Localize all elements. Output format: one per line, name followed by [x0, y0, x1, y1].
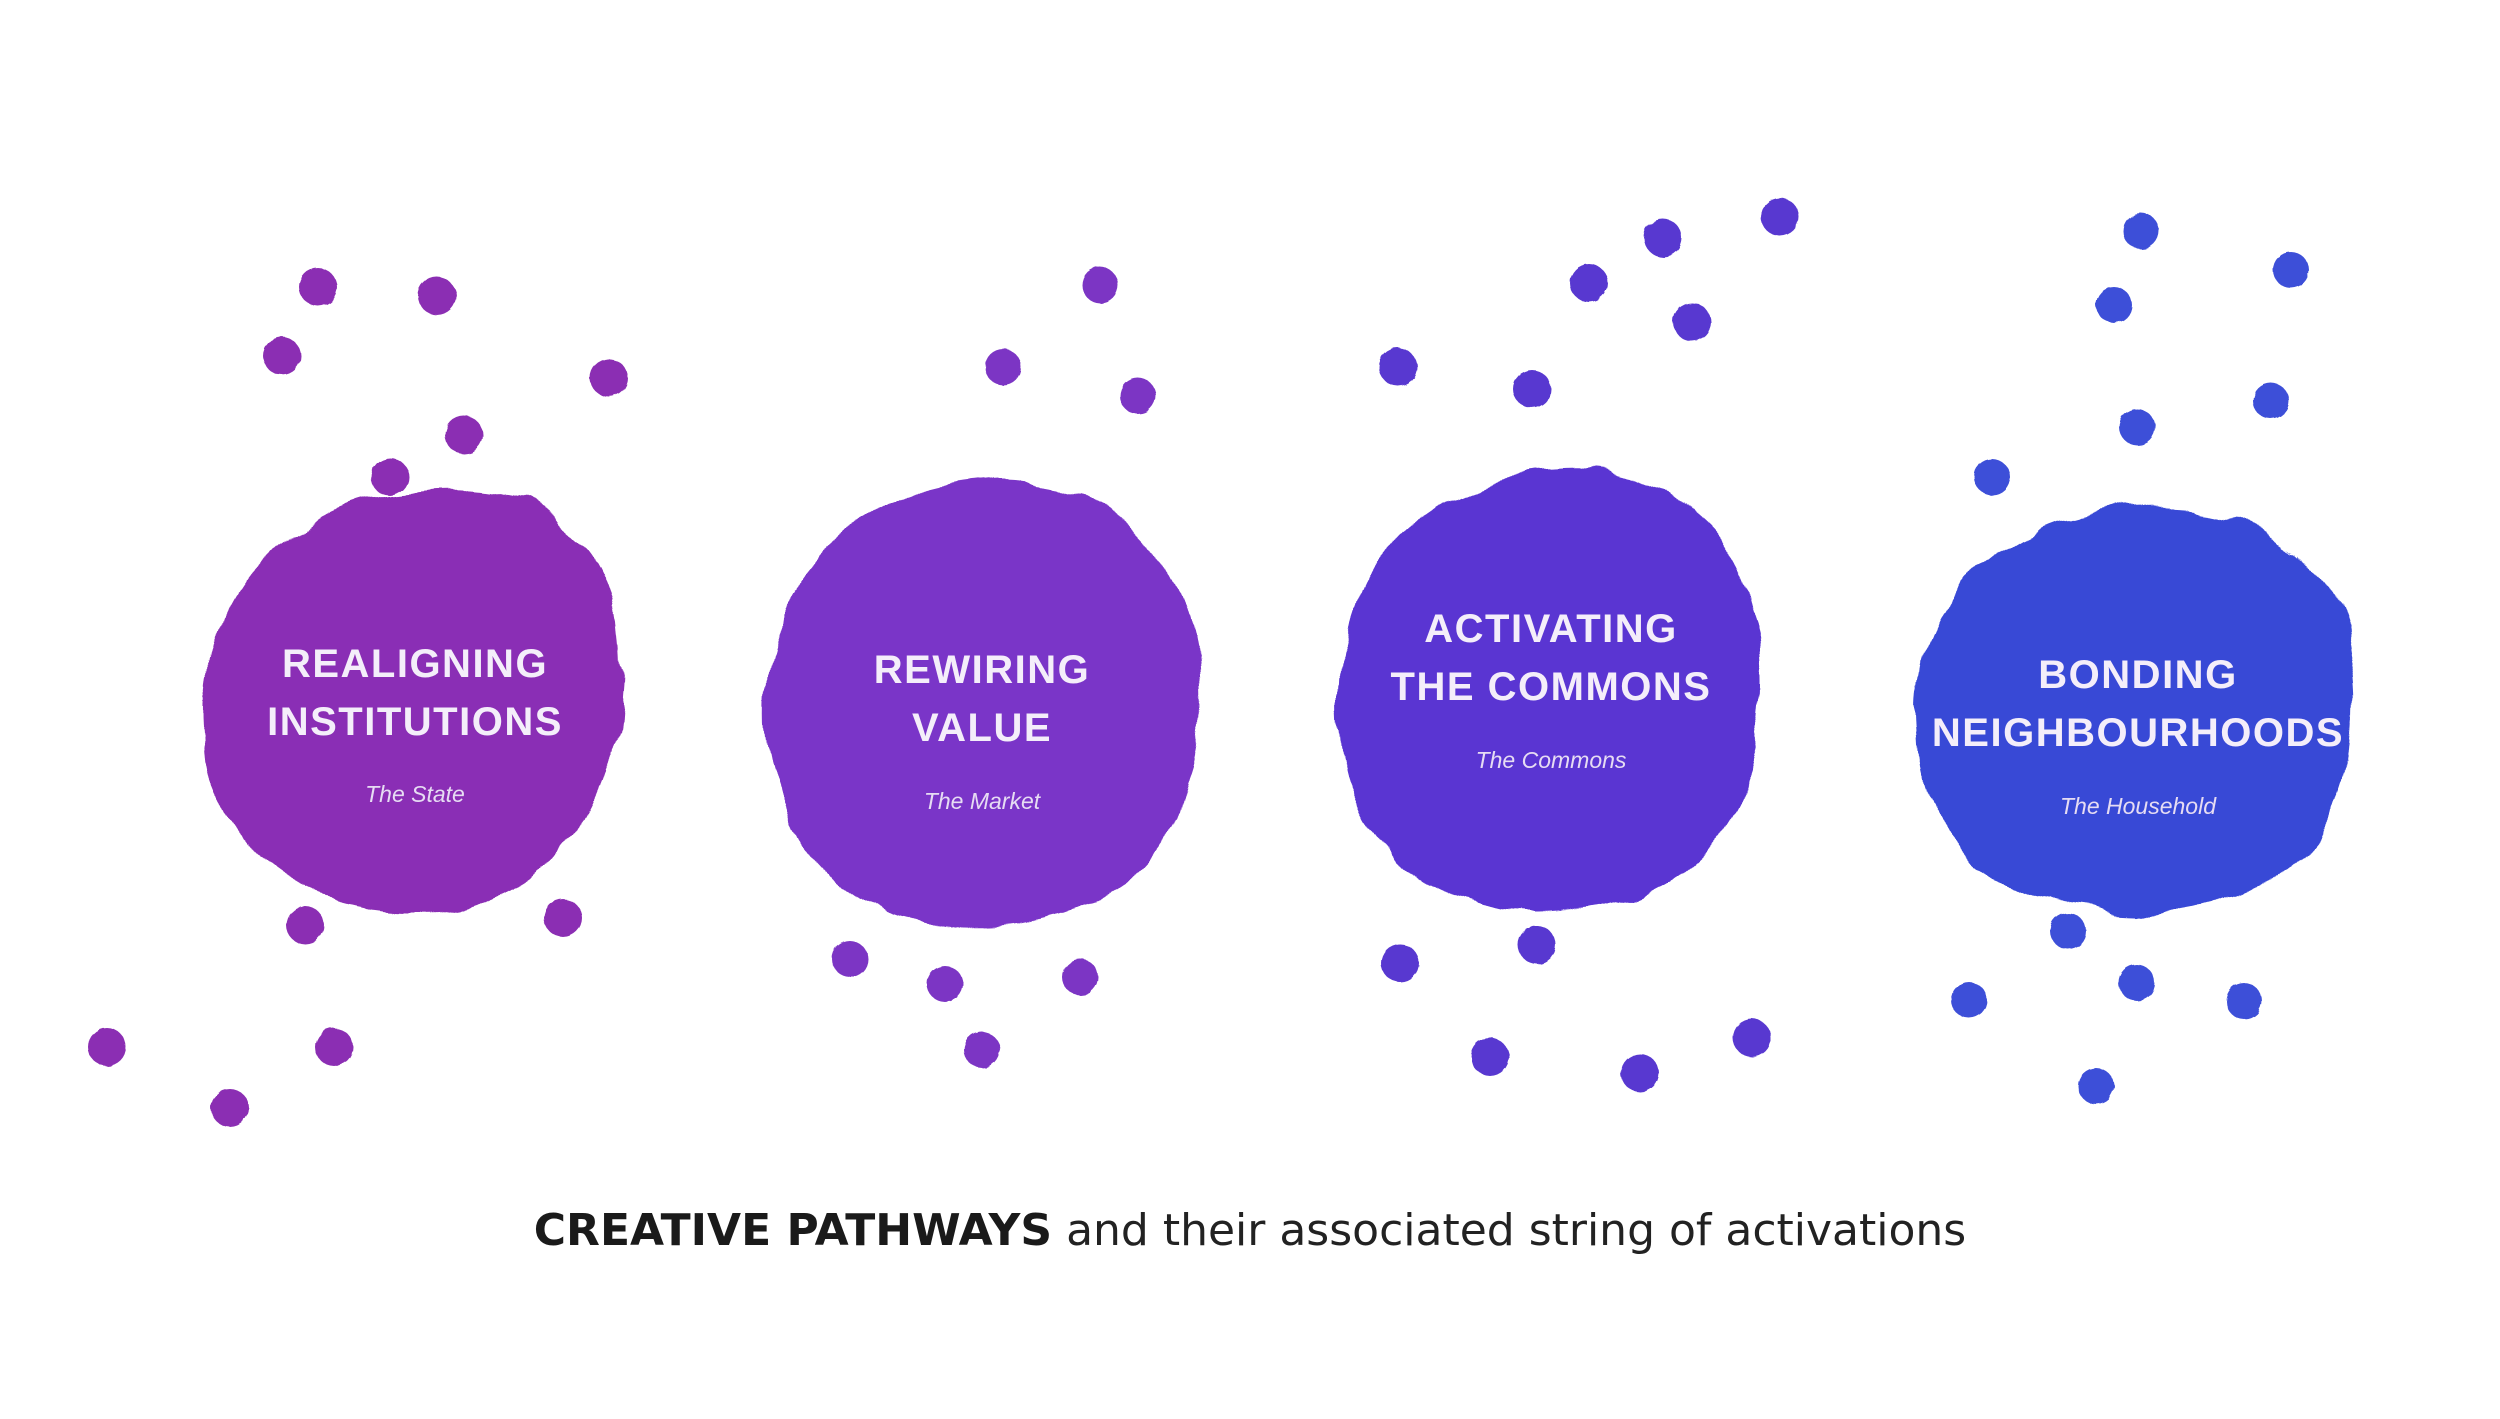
activation-dot	[88, 1028, 126, 1066]
pathway-title-line-1: REWIRING	[874, 648, 1090, 692]
activation-dot	[371, 458, 409, 496]
activation-dot	[832, 941, 868, 977]
activation-dot	[2078, 1068, 2114, 1104]
activation-dot	[286, 906, 324, 944]
caption-bold: CREATIVE PATHWAYS	[533, 1205, 1053, 1256]
pathway-title-line-1: REALIGNING	[282, 642, 548, 686]
activation-dot	[1570, 264, 1608, 302]
pathway-blob	[764, 479, 1199, 926]
activation-dot	[2226, 983, 2262, 1019]
activation-dot	[315, 1028, 353, 1066]
activation-dot	[1673, 303, 1711, 341]
pathway-subtitle: The Market	[924, 788, 1042, 814]
pathway-title-line-2: VALUE	[912, 706, 1052, 750]
pathway-subtitle: The Household	[2060, 793, 2217, 819]
activation-dot	[1733, 1019, 1771, 1057]
activation-dot	[1761, 198, 1799, 236]
activation-dot	[1381, 944, 1419, 982]
pathway-title-line-2: THE COMMONS	[1391, 665, 1712, 709]
pathway-title-line-2: NEIGHBOURHOODS	[1932, 711, 2344, 755]
activation-dot	[2273, 252, 2309, 288]
pathway-title-line-2: INSTITUTIONS	[267, 700, 563, 744]
activation-dot	[1471, 1038, 1509, 1076]
pathway-realigning-institutions: REALIGNING INSTITUTIONS The State	[88, 268, 628, 1127]
activation-dot	[445, 416, 483, 454]
activation-dot	[1974, 459, 2010, 495]
activation-dot	[1379, 348, 1417, 386]
activation-dot	[544, 899, 582, 937]
pathway-blob	[1915, 504, 2356, 913]
activation-dot	[1621, 1054, 1659, 1092]
activation-dot	[263, 337, 301, 375]
activation-dot	[418, 277, 456, 315]
activation-dot	[2123, 213, 2159, 249]
caption-rest: and their associated string of activatio…	[1052, 1205, 1967, 1256]
activation-dot	[1062, 959, 1098, 995]
activation-dot	[1120, 378, 1156, 414]
activation-dot	[1644, 219, 1682, 257]
pathway-subtitle: The Commons	[1476, 747, 1627, 773]
activation-dots	[1951, 213, 2309, 1104]
activation-dot	[1518, 926, 1556, 964]
activation-dot	[211, 1089, 249, 1127]
activation-dot	[2253, 383, 2289, 419]
activation-dots	[1379, 198, 1799, 1092]
activation-dot	[964, 1032, 1000, 1068]
activation-dot	[927, 966, 963, 1002]
pathway-title-line-1: BONDING	[2038, 653, 2237, 697]
pathway-blob	[1340, 469, 1763, 913]
activation-dot	[2119, 965, 2155, 1001]
activation-dot	[1513, 370, 1551, 408]
activation-dot	[2096, 287, 2132, 323]
activation-dot	[590, 359, 628, 397]
activation-dot	[2050, 913, 2086, 949]
activation-dot	[299, 268, 337, 306]
activation-dot	[1082, 267, 1118, 303]
activation-dot	[2119, 409, 2155, 445]
activation-dot	[1951, 982, 1987, 1018]
pathway-subtitle: The State	[365, 781, 465, 807]
pathway-activating-the-commons: ACTIVATING THE COMMONS The Commons	[1340, 198, 1799, 1092]
pathway-rewiring-value: REWIRING VALUE The Market	[764, 267, 1199, 1068]
pathway-bonding-neighbourhoods: BONDING NEIGHBOURHOODS The Household	[1915, 213, 2356, 1104]
activation-dot	[985, 349, 1021, 385]
pathway-blob	[207, 488, 621, 913]
pathway-title-line-1: ACTIVATING	[1424, 607, 1678, 651]
activation-dots	[832, 267, 1156, 1068]
diagram-caption: CREATIVE PATHWAYS and their associated s…	[0, 1205, 2500, 1256]
